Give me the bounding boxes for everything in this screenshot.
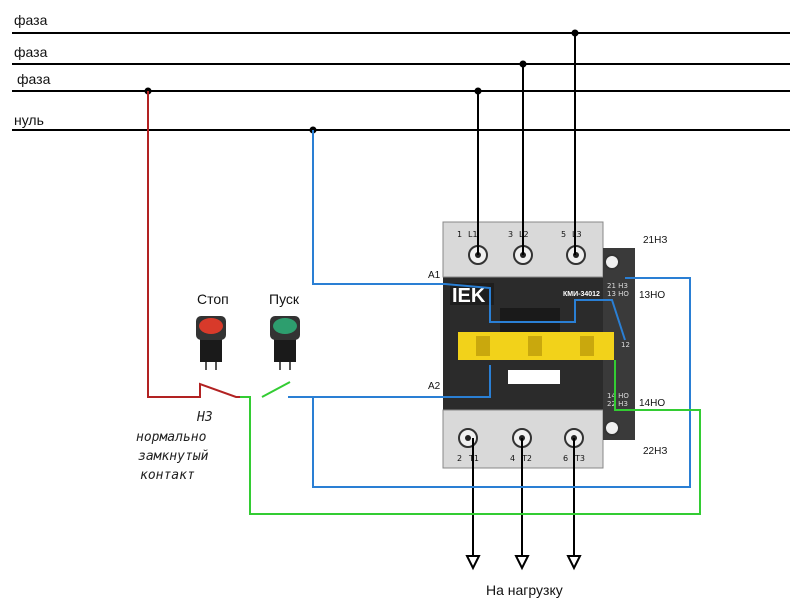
red-wire-path <box>147 91 250 398</box>
coil-a1-label: А1 <box>428 270 441 281</box>
junction-l2 <box>519 60 527 68</box>
aux-top-marking-13: 13 НО <box>607 290 629 298</box>
top-terminal-3: 3 <box>508 230 513 239</box>
blue-aux-internal <box>510 299 626 341</box>
junction-l1 <box>474 87 482 95</box>
top-terminal-l1: L1 <box>468 230 478 239</box>
start-button-body <box>274 338 296 362</box>
start-switch-contact <box>261 381 291 398</box>
nc-short-label: НЗ <box>196 410 213 425</box>
blue-start-to-a2 <box>288 365 491 398</box>
bottom-terminal-2: 2 <box>457 454 462 463</box>
aux-screw-top <box>604 254 620 270</box>
stop-button <box>196 316 226 370</box>
aux-label-22nc: 22НЗ <box>643 446 667 457</box>
nc-annotation-line-2: замкнутый <box>138 449 209 464</box>
green-wire <box>240 360 701 515</box>
bottom-terminal-4: 4 <box>510 454 515 463</box>
phase-drops <box>474 29 579 255</box>
start-button-cap <box>273 318 297 334</box>
aux-top-marking-21: 21 НЗ <box>607 282 628 290</box>
aux-label-13no: 13НО <box>639 290 665 301</box>
junction-l3 <box>571 29 579 37</box>
load-label: На нагрузку <box>486 582 563 598</box>
blue-neutral-to-a1 <box>312 130 510 323</box>
cover-plate <box>500 308 560 332</box>
bottom-terminal-t3: T3 <box>574 454 585 463</box>
bus-lines <box>12 32 790 131</box>
iek-logo: IEK <box>452 285 486 307</box>
green-wire-path <box>240 360 701 515</box>
phase-label-3: фаза <box>17 71 51 87</box>
top-terminal-l3: L3 <box>572 230 582 239</box>
armature-slot-3 <box>580 336 594 356</box>
stop-button-cap <box>199 318 223 334</box>
stop-label: Стоп <box>197 291 229 307</box>
top-terminal-5: 5 <box>561 230 566 239</box>
phase-label-1: фаза <box>14 12 48 28</box>
contactor-model: КМИ-34012 <box>563 291 600 298</box>
armature-slot-2 <box>528 336 542 356</box>
arrow-t1 <box>465 555 481 571</box>
terminal-screw-t1-center <box>465 435 471 441</box>
bottom-terminal-t2: T2 <box>521 454 532 463</box>
aux-bottom-marking-22: 22 НЗ <box>607 400 628 408</box>
aux-bottom-marking-14: 14 НО <box>607 392 629 400</box>
aux-label-14no: 14НО <box>639 398 665 409</box>
arrow-t3 <box>566 555 582 571</box>
blue-wires <box>288 126 691 488</box>
red-wire <box>144 87 250 398</box>
aux-mid-marking: 12 <box>621 341 630 349</box>
coil-a2-label: А2 <box>428 381 441 392</box>
nc-annotation-line-3: контакт <box>140 468 195 483</box>
rating-label <box>508 370 560 384</box>
bottom-terminal-6: 6 <box>563 454 568 463</box>
top-terminal-1: 1 <box>457 230 462 239</box>
contactor: 1 L1 3 L2 5 L3 2 T1 4 T2 6 T3 IEK КМИ-34… <box>442 221 635 469</box>
arrow-t2 <box>514 555 530 571</box>
nc-annotation-line-1: нормально <box>136 430 207 445</box>
stop-button-body <box>200 338 222 362</box>
blue-loop-outer <box>312 277 691 488</box>
aux-screw-bottom <box>604 420 620 436</box>
neutral-label: нуль <box>14 112 44 128</box>
phase-label-2: фаза <box>14 44 48 60</box>
armature-slot-1 <box>476 336 490 356</box>
start-label: Пуск <box>269 291 300 307</box>
load-outputs <box>465 438 582 571</box>
iek-logo-bg <box>450 283 494 305</box>
start-button <box>270 316 300 370</box>
aux-label-21nc: 21НЗ <box>643 235 667 246</box>
